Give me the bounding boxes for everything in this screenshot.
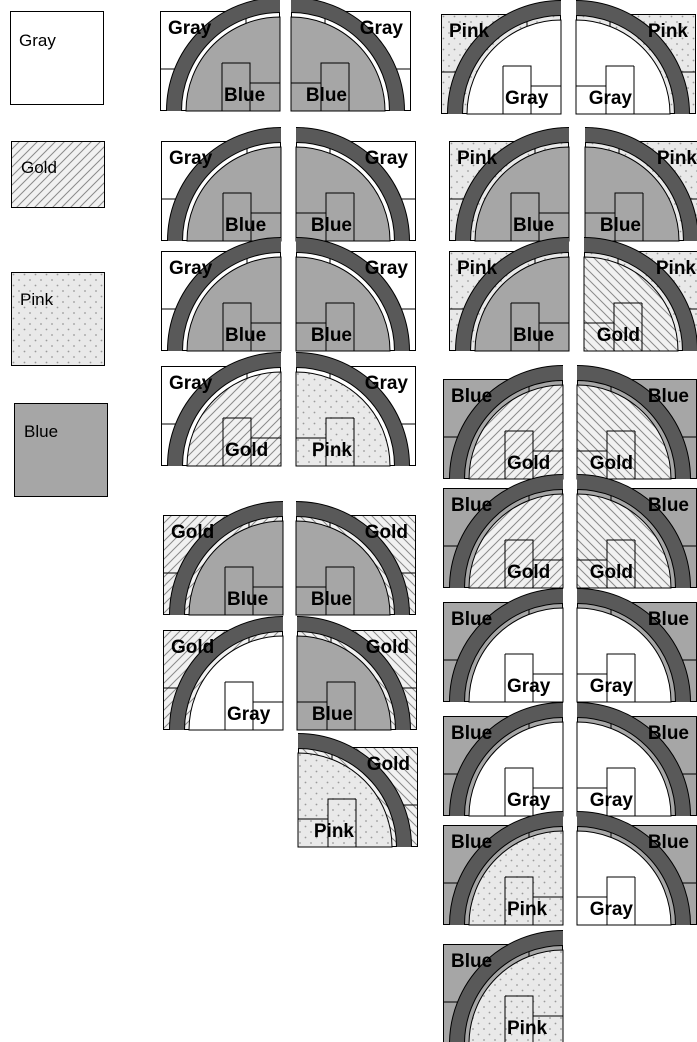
center-fabric-label: Gray [505,88,549,109]
block-fabric-label: Blue [451,386,492,407]
block-fabric-label: Gray [169,373,213,394]
center-fabric-label: Blue [311,589,352,610]
center-fabric-label: Gray [590,676,634,697]
center-fabric-label: Blue [225,325,266,346]
block-fabric-label: Blue [451,723,492,744]
center-fabric-label: Blue [311,325,352,346]
block-fabric-label: Blue [451,951,492,972]
block-fabric-label: Gold [365,522,408,543]
quilt-block: BlueGray [443,710,563,816]
quilt-block: GoldBlue [296,509,416,615]
block-fabric-label: Gray [360,18,404,39]
center-fabric-label: Blue [306,85,347,106]
center-fabric-label: Gold [507,562,550,583]
block-fabric-label: Gold [171,637,214,658]
quilt-block: PinkBlue [585,135,697,241]
block-fabric-label: Blue [451,495,492,516]
block-fabric-label: Blue [648,495,689,516]
center-fabric-label: Pink [314,821,355,842]
block-fabric-label: Gold [367,754,410,775]
center-fabric-label: Blue [312,704,353,725]
center-fabric-label: Gray [589,88,633,109]
quilt-block: BluePink [443,819,563,925]
center-fabric-label: Gray [590,790,634,811]
center-fabric-label: Blue [227,589,268,610]
block-fabric-label: Gold [366,637,409,658]
block-fabric-label: Gray [168,18,212,39]
quilt-block: GoldPink [298,741,418,847]
block-fabric-label: Gray [365,258,409,279]
block-fabric-label: Pink [449,21,490,42]
center-fabric-label: Gray [227,704,271,725]
block-fabric-label: Pink [457,148,498,169]
center-fabric-label: Gray [507,790,551,811]
block-fabric-label: Blue [648,609,689,630]
center-fabric-label: Gold [507,453,550,474]
block-fabric-label: Pink [457,258,498,279]
center-fabric-label: Blue [513,325,554,346]
center-fabric-label: Gray [590,899,634,920]
block-fabric-label: Gold [171,522,214,543]
center-fabric-label: Blue [513,215,554,236]
center-fabric-label: Blue [225,215,266,236]
block-fabric-label: Pink [656,258,697,279]
block-fabric-label: Gray [169,148,213,169]
center-fabric-label: Pink [312,440,353,461]
center-fabric-label: Gold [597,325,640,346]
quilt-block: GoldGray [163,624,283,730]
block-fabric-label: Pink [657,148,697,169]
center-fabric-label: Gold [590,562,633,583]
center-fabric-label: Gold [225,440,268,461]
block-fabric-label: Gray [169,258,213,279]
quilt-block: GrayBlue [160,5,280,111]
block-fabric-label: Blue [451,832,492,853]
quilt-block: PinkBlue [449,135,569,241]
block-fabric-label: Gray [365,148,409,169]
center-fabric-label: Blue [311,215,352,236]
quilt-block: PinkGray [441,8,561,114]
center-fabric-label: Gold [590,453,633,474]
block-fabric-label: Blue [648,386,689,407]
center-fabric-label: Gray [507,676,551,697]
quilt-block: GoldBlue [297,624,417,730]
block-fabric-label: Blue [451,609,492,630]
center-fabric-label: Blue [600,215,641,236]
center-fabric-label: Pink [507,1018,548,1039]
center-fabric-label: Pink [507,899,548,920]
quilt-block: BlueGray [577,710,697,816]
block-fabric-label: Pink [648,21,689,42]
block-fabric-label: Blue [648,723,689,744]
center-fabric-label: Blue [224,85,265,106]
block-fabric-label: Blue [648,832,689,853]
block-fabric-label: Gray [365,373,409,394]
